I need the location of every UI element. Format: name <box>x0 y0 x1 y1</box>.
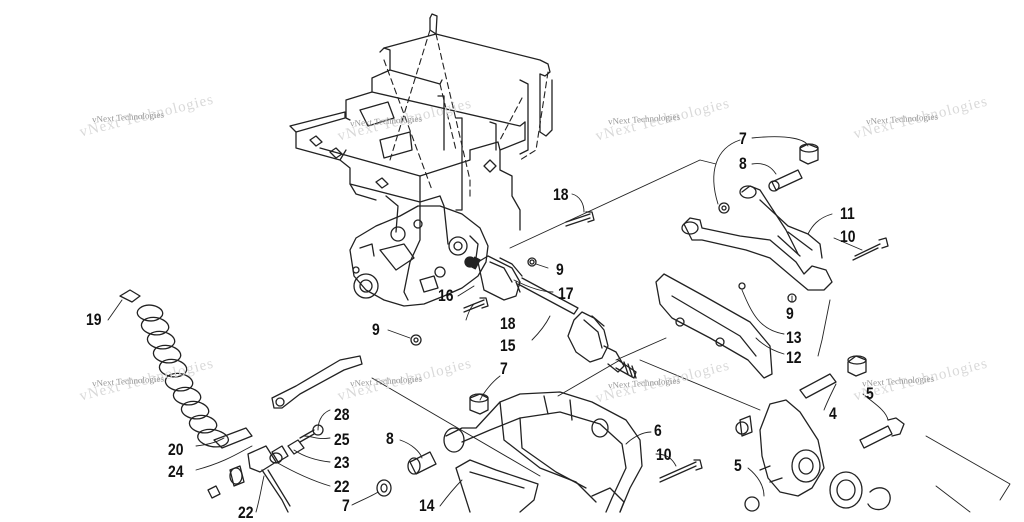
callout-22-partial: 22 <box>238 503 254 522</box>
callout-11: 11 <box>840 204 855 223</box>
drive-axle <box>464 255 637 379</box>
upper-a-arm <box>681 185 833 291</box>
callout-20: 20 <box>168 440 184 459</box>
callout-7-upper: 7 <box>739 129 747 148</box>
callout-8-lower: 8 <box>386 429 394 448</box>
frame-hidden-lines <box>383 29 549 201</box>
callout-19: 19 <box>86 310 102 329</box>
callout-28: 28 <box>334 405 350 424</box>
differential-housing <box>349 205 489 307</box>
callout-9-mid: 9 <box>556 260 564 279</box>
skid-guard-lower <box>455 459 539 513</box>
coil-spring <box>119 289 253 449</box>
knuckle-bearing <box>735 355 905 512</box>
callout-5-right: 5 <box>866 384 874 403</box>
callout-4: 4 <box>829 404 837 423</box>
callout-13: 13 <box>786 328 802 347</box>
leader-lines <box>107 136 889 513</box>
assembly-lines <box>371 159 1011 513</box>
callout-10-lower: 10 <box>656 445 672 464</box>
callout-22: 22 <box>334 477 350 496</box>
callout-7-lower: 7 <box>342 496 350 515</box>
callout-12: 12 <box>786 348 802 367</box>
callout-17: 17 <box>558 284 574 303</box>
callout-18-upper: 18 <box>553 185 569 204</box>
callout-25: 25 <box>334 430 350 449</box>
callout-6: 6 <box>654 421 662 440</box>
callout-16: 16 <box>438 286 454 305</box>
callout-9-right: 9 <box>786 304 794 323</box>
callout-7-mid: 7 <box>500 359 508 378</box>
callout-5-lower: 5 <box>734 456 742 475</box>
callout-8-upper: 8 <box>739 154 747 173</box>
frame-assembly <box>289 13 553 301</box>
skid-guard-upper <box>655 273 797 379</box>
callout-9-left: 9 <box>372 320 380 339</box>
callout-10-upper: 10 <box>840 227 856 246</box>
lower-a-arm <box>443 391 643 513</box>
callout-18-mid: 18 <box>500 314 516 333</box>
callout-15: 15 <box>500 336 516 355</box>
callout-23: 23 <box>334 453 350 472</box>
upper-bushings <box>410 143 889 346</box>
callout-24: 24 <box>168 462 184 481</box>
callout-14: 14 <box>419 496 435 515</box>
shock-absorber-parts <box>207 355 363 513</box>
lower-bushings <box>376 393 703 497</box>
